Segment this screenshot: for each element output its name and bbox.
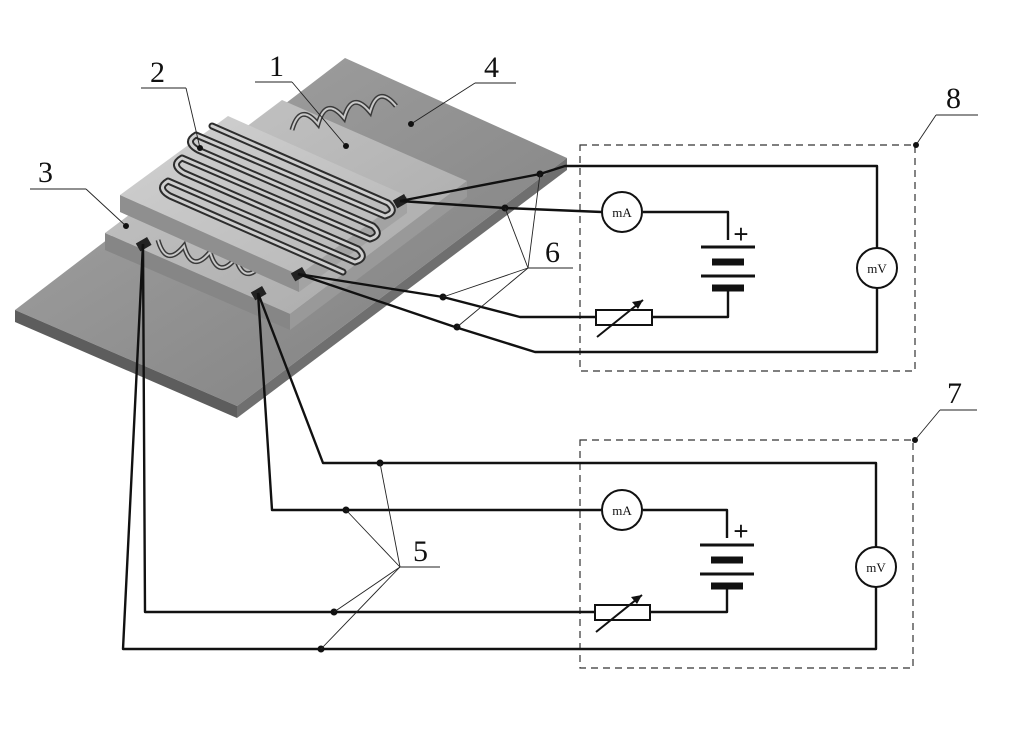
circuit-upper-box bbox=[579, 144, 916, 372]
callouts bbox=[30, 81, 978, 650]
ammeter-upper-label: mA bbox=[612, 205, 632, 220]
voltmeter-upper bbox=[856, 247, 898, 289]
ammeter-lower bbox=[601, 489, 643, 531]
label-5: 5 bbox=[413, 535, 428, 568]
label-6: 6 bbox=[545, 236, 560, 269]
ammeter-lower-label: mA bbox=[612, 503, 632, 518]
rheostat-lower bbox=[594, 594, 651, 633]
ammeter-upper bbox=[601, 191, 643, 233]
circuit-upper: mA mV + bbox=[297, 144, 916, 372]
circuit-lower: mA mV + bbox=[121, 243, 914, 669]
battery-upper bbox=[701, 245, 755, 292]
label-8: 8 bbox=[946, 82, 961, 115]
label-2: 2 bbox=[150, 56, 165, 89]
battery-lower bbox=[700, 543, 754, 590]
rheostat-upper bbox=[595, 299, 653, 338]
voltmeter-upper-label: mV bbox=[867, 261, 887, 276]
label-7: 7 bbox=[947, 377, 962, 410]
label-4: 4 bbox=[484, 51, 499, 84]
battery-lower-plus: + bbox=[733, 516, 748, 546]
sample-assembly bbox=[15, 58, 567, 418]
battery-upper-plus: + bbox=[733, 219, 748, 249]
label-1: 1 bbox=[269, 50, 284, 83]
voltmeter-lower bbox=[855, 546, 897, 588]
circuit-lower-box bbox=[579, 439, 914, 669]
label-3: 3 bbox=[38, 156, 53, 189]
voltmeter-lower-label: mV bbox=[866, 560, 886, 575]
top-serpentine bbox=[159, 122, 396, 276]
